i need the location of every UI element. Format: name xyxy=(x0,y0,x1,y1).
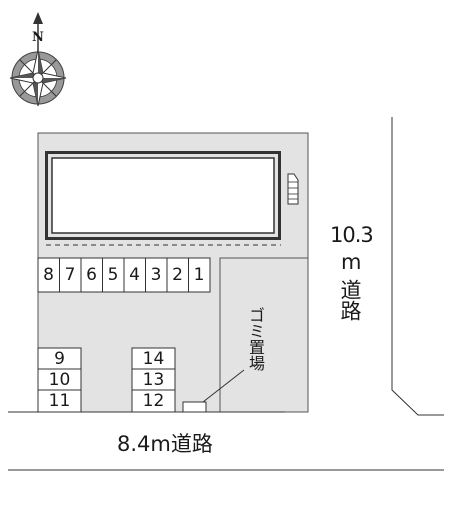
parking-slot-9: 9 xyxy=(54,349,65,369)
parking-slot-13: 13 xyxy=(142,370,165,390)
parking-slot-10: 10 xyxy=(48,370,71,390)
garbage-area xyxy=(182,401,207,413)
parking-column-left xyxy=(37,347,82,413)
parking-slot-7: 7 xyxy=(64,265,76,285)
parking-slot-4: 4 xyxy=(129,265,140,285)
parking-slot-12: 12 xyxy=(142,391,165,411)
east-road-edge xyxy=(391,117,444,416)
south-road-label: 8.4m道路 xyxy=(117,432,213,456)
garbage-leader-line xyxy=(202,369,245,403)
garbage-label: ゴミ置場 xyxy=(246,307,265,371)
parking-row-top xyxy=(37,257,211,293)
east-road-unit: m xyxy=(341,250,362,274)
east-road-word: 道路 xyxy=(338,279,362,321)
east-road-width: 10.3 xyxy=(330,223,374,247)
parking-slot-11: 11 xyxy=(48,391,71,411)
parking-slot-8: 8 xyxy=(43,265,54,285)
compass-rose-icon xyxy=(9,12,67,107)
north-label: N xyxy=(32,30,44,45)
parking-slot-6: 6 xyxy=(86,265,97,285)
stairs-icon xyxy=(287,173,299,205)
parking-slot-3: 3 xyxy=(150,265,162,285)
driveway-section xyxy=(219,257,309,413)
parking-slot-14: 14 xyxy=(142,349,165,369)
parking-column-middle xyxy=(131,347,176,413)
parking-slot-1: 1 xyxy=(193,265,205,285)
parking-slot-5: 5 xyxy=(107,265,119,285)
parking-slot-2: 2 xyxy=(172,265,183,285)
